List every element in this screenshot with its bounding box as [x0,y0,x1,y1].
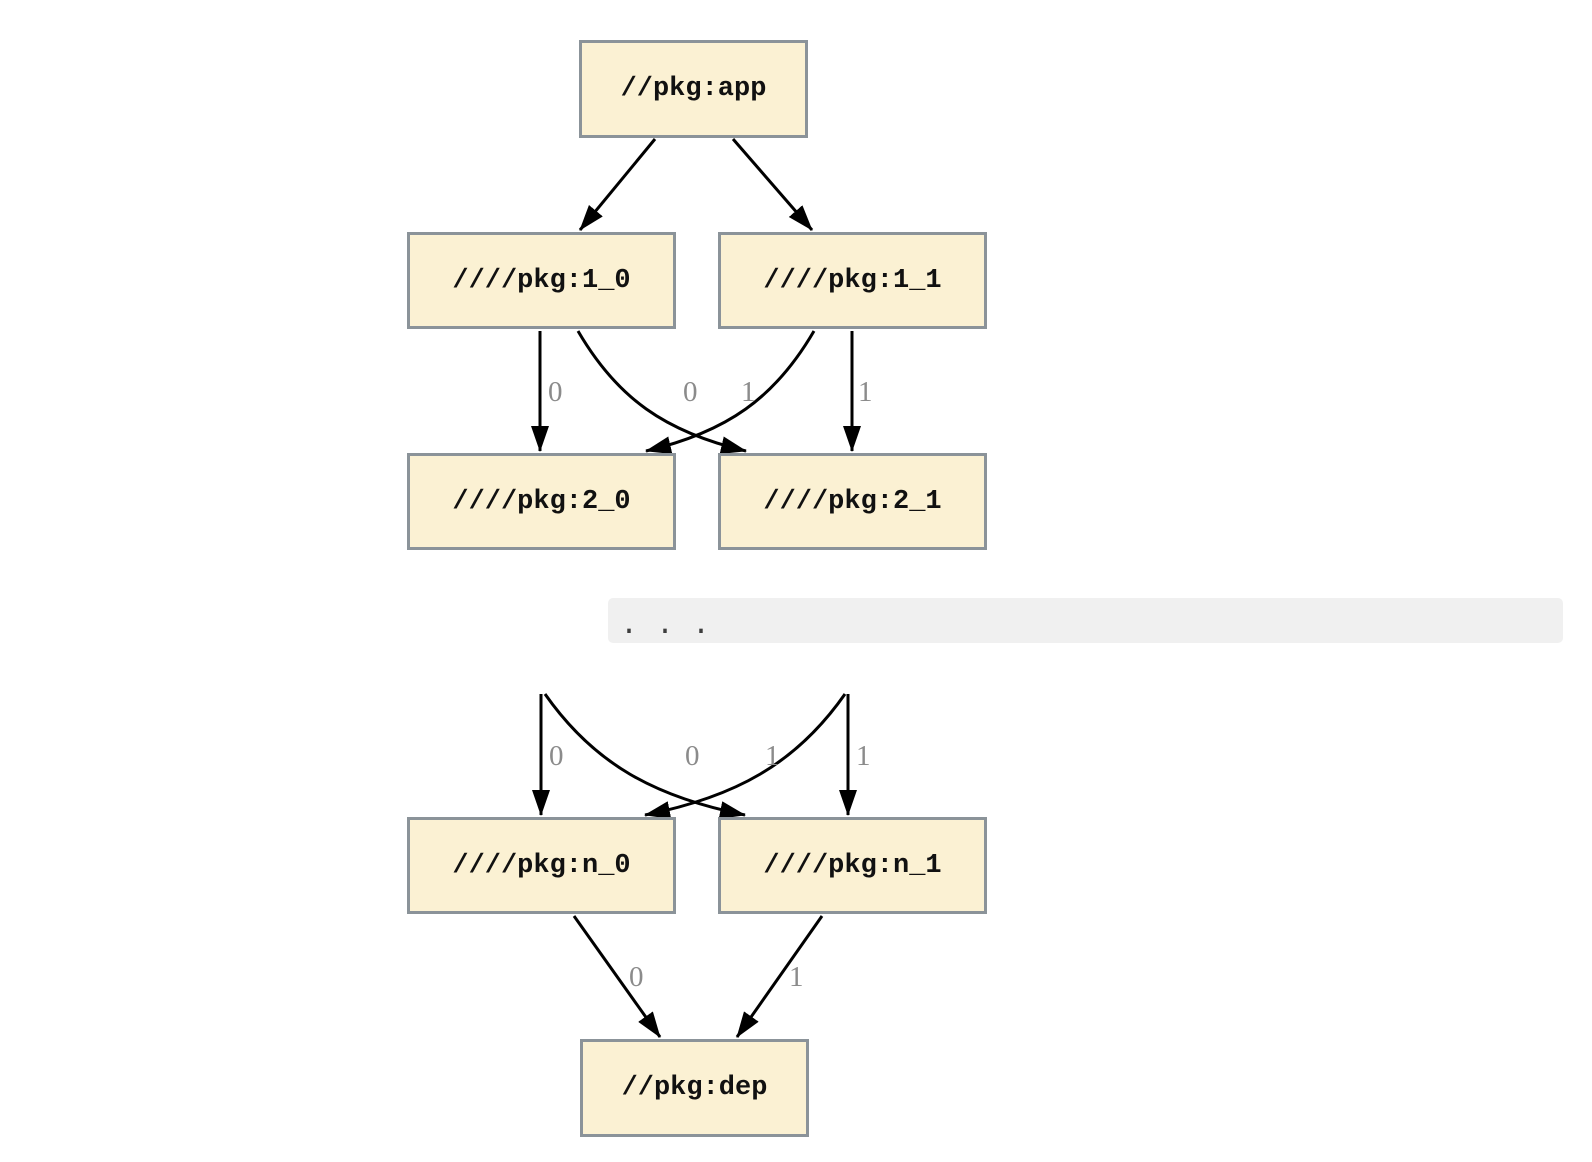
node-pkg-n-1: ////pkg:n_1 [718,817,987,914]
node-pkg-2-0: ////pkg:2_0 [407,453,676,550]
edge-hidden-to-n-1-diagonal [543,693,746,819]
edge-1-1-to-2-0 [645,330,816,455]
edge-app-to-1-1 [731,138,814,231]
edge-app-to-1-0 [578,138,657,231]
node-pkg-1-0-label: ////pkg:1_0 [452,265,631,296]
node-pkg-1-1-label: ////pkg:1_1 [763,265,942,296]
edge-hidden-to-n-0-diagonal [644,693,847,819]
edge-label-hidden-to-n-1-vertical: 1 [856,740,871,772]
node-pkg-n-0-label: ////pkg:n_0 [452,850,631,881]
edge-label-hidden-to-n-0-diagonal: 1 [765,740,780,772]
node-pkg-dep: //pkg:dep [580,1039,809,1137]
edge-label-n-0-to-dep: 0 [629,961,644,993]
edge-label-1-1-to-2-1: 1 [858,376,873,408]
edge-label-hidden-to-n-1-diagonal: 0 [685,740,700,772]
node-pkg-n-0: ////pkg:n_0 [407,817,676,914]
edge-label-n-1-to-dep: 1 [789,961,804,993]
edge-n-1-to-dep [735,915,824,1038]
edge-label-1-1-to-2-0: 1 [741,376,756,408]
edge-n-0-to-dep [572,915,662,1038]
node-pkg-app: //pkg:app [579,40,808,138]
edge-label-hidden-to-n-0-vertical: 0 [549,740,564,772]
edge-label-1-0-to-2-0: 0 [548,376,563,408]
node-pkg-2-1-label: ////pkg:2_1 [763,486,942,517]
node-pkg-2-1: ////pkg:2_1 [718,453,987,550]
node-pkg-dep-label: //pkg:dep [621,1073,768,1103]
node-pkg-1-1: ////pkg:1_1 [718,232,987,329]
ellipsis-row: . . . [608,598,1563,643]
node-pkg-app-label: //pkg:app [620,74,767,104]
edge-1-0-to-2-1 [576,330,747,455]
ellipsis-text: . . . [620,608,711,643]
node-pkg-1-0: ////pkg:1_0 [407,232,676,329]
node-pkg-2-0-label: ////pkg:2_0 [452,486,631,517]
node-pkg-n-1-label: ////pkg:n_1 [763,850,942,881]
edge-label-1-0-to-2-1: 0 [683,376,698,408]
